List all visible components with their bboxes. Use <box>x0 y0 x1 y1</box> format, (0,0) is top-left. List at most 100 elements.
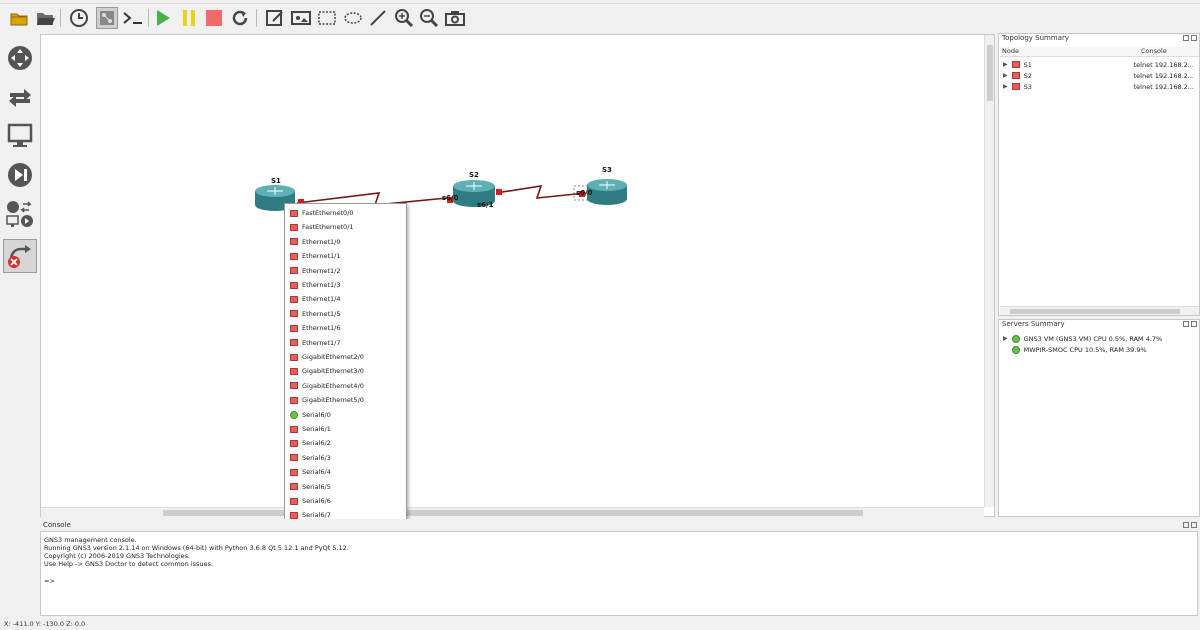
port-menu-item[interactable]: GigabitEthernet4/0 <box>286 379 405 393</box>
port-menu-item[interactable]: Ethernet1/3 <box>286 278 405 292</box>
column-header-console[interactable]: Console <box>1139 47 1199 57</box>
console-prompt[interactable]: => <box>44 577 55 585</box>
topology-node-row[interactable]: ▶ S3 telnet 192.168.2... <box>1003 81 1199 92</box>
float-panel-icon[interactable] <box>1183 35 1189 41</box>
server-running-icon <box>1011 334 1020 343</box>
port-menu-item-label: Ethernet1/0 <box>302 237 341 246</box>
scrollbar-thumb[interactable] <box>987 45 993 101</box>
port-menu-item-label: FastEthernet0/1 <box>302 223 354 232</box>
end-devices-icon[interactable] <box>3 119 37 153</box>
port-available-icon <box>290 223 298 231</box>
port-menu-item-label: GigabitEthernet3/0 <box>302 367 364 376</box>
topology-horizontal-scrollbar[interactable] <box>1000 306 1199 315</box>
link-endpoint-marker <box>447 197 453 203</box>
server-running-icon <box>1011 345 1020 354</box>
suspend-all-icon[interactable] <box>178 7 200 29</box>
new-project-icon[interactable] <box>8 7 30 29</box>
port-menu-item[interactable]: Ethernet1/7 <box>286 336 405 350</box>
port-menu-item[interactable]: Serial6/7 <box>286 508 405 522</box>
expand-arrow-icon[interactable]: ▶ <box>1003 335 1008 342</box>
expand-arrow-icon[interactable]: ▶ <box>1003 72 1008 79</box>
float-panel-icon[interactable] <box>1183 522 1189 528</box>
zoom-in-icon[interactable] <box>393 7 415 29</box>
link-s1-s2[interactable] <box>296 192 458 206</box>
port-menu-item-label: Ethernet1/1 <box>302 252 341 261</box>
node-console: telnet 192.168.2... <box>1133 60 1194 69</box>
close-panel-icon[interactable] <box>1191 321 1197 327</box>
router-s3-icon[interactable] <box>587 179 627 205</box>
port-available-icon <box>290 353 298 361</box>
port-available-icon <box>290 425 298 433</box>
topology-drawing <box>255 179 627 211</box>
port-menu-item[interactable]: GigabitEthernet2/0 <box>286 350 405 364</box>
server-row[interactable]: ▶ MWPIR-SMOC CPU 10.5%, RAM 39.9% <box>1003 344 1199 355</box>
port-menu-item[interactable]: Serial6/0 <box>286 408 405 422</box>
port-menu-item[interactable]: Serial6/1 <box>286 422 405 436</box>
router-s2-icon[interactable] <box>453 180 495 207</box>
zoom-out-icon[interactable] <box>418 7 440 29</box>
security-devices-icon[interactable] <box>3 158 37 192</box>
port-menu-item[interactable]: Ethernet1/0 <box>286 235 405 249</box>
reload-all-icon[interactable] <box>229 7 251 29</box>
canvas-horizontal-scrollbar[interactable] <box>41 507 984 517</box>
port-menu-item[interactable]: Ethernet1/1 <box>286 249 405 263</box>
scrollbar-thumb[interactable] <box>1010 309 1180 314</box>
topology-node-row[interactable]: ▶ S1 telnet 192.168.2... <box>1003 59 1199 70</box>
node-label-s2[interactable]: S2 <box>469 171 479 179</box>
link-endpoint-marker <box>496 189 502 195</box>
port-menu-item[interactable]: Ethernet1/2 <box>286 264 405 278</box>
port-menu-item-label: GigabitEthernet5/0 <box>302 396 364 405</box>
routers-icon[interactable] <box>3 41 37 75</box>
console-output[interactable]: GNS3 management console. Running GNS3 ve… <box>40 531 1198 616</box>
port-menu-item[interactable]: GigabitEthernet3/0 <box>286 364 405 378</box>
server-row[interactable]: ▶ GNS3 VM (GNS3 VM) CPU 0.5%, RAM 4.7% <box>1003 333 1199 344</box>
canvas-vertical-scrollbar[interactable] <box>984 35 994 507</box>
all-devices-icon[interactable] <box>3 197 37 231</box>
topology-node-row[interactable]: ▶ S2 telnet 192.168.2... <box>1003 70 1199 81</box>
console-line: Copyright (c) 2006-2019 GNS3 Technologie… <box>44 552 191 560</box>
port-menu-item[interactable]: FastEthernet0/0 <box>286 206 405 220</box>
port-menu-item[interactable]: Ethernet1/5 <box>286 307 405 321</box>
screenshot-icon[interactable] <box>444 7 466 29</box>
node-stopped-icon <box>1011 72 1020 79</box>
scrollbar-thumb[interactable] <box>163 510 863 516</box>
add-note-icon[interactable] <box>264 7 286 29</box>
draw-line-icon[interactable] <box>367 7 389 29</box>
port-menu-item[interactable]: GigabitEthernet5/0 <box>286 393 405 407</box>
open-project-icon[interactable] <box>34 7 56 29</box>
add-link-icon[interactable] <box>3 239 37 273</box>
port-menu-item[interactable]: Serial6/6 <box>286 494 405 508</box>
port-menu-item[interactable]: Ethernet1/6 <box>286 321 405 335</box>
port-available-icon <box>290 238 298 246</box>
port-menu-item[interactable]: Ethernet1/4 <box>286 292 405 306</box>
topology-summary-panel: Topology Summary Node Console ▶ S1 telne… <box>998 33 1200 316</box>
float-panel-icon[interactable] <box>1183 321 1189 327</box>
console-connect-icon[interactable] <box>122 7 144 29</box>
port-menu-item[interactable]: Serial6/2 <box>286 436 405 450</box>
show-interface-labels-icon[interactable] <box>96 7 118 29</box>
draw-ellipse-icon[interactable] <box>342 7 364 29</box>
start-all-icon[interactable] <box>152 7 174 29</box>
draw-rectangle-icon[interactable] <box>316 7 338 29</box>
port-menu-item[interactable]: Serial6/3 <box>286 451 405 465</box>
port-menu-item[interactable]: Serial6/5 <box>286 480 405 494</box>
close-panel-icon[interactable] <box>1191 522 1197 528</box>
insert-picture-icon[interactable] <box>290 7 312 29</box>
snapshot-clock-icon[interactable] <box>68 7 90 29</box>
stop-all-icon[interactable] <box>203 7 225 29</box>
switches-icon[interactable] <box>3 80 37 114</box>
close-panel-icon[interactable] <box>1191 35 1197 41</box>
node-label-s1[interactable]: S1 <box>271 177 281 185</box>
port-available-icon <box>290 497 298 505</box>
link-s2-s3[interactable] <box>495 185 587 199</box>
topology-canvas[interactable]: S1 S2 S3 s6/0 s6/1 s6/0 <box>40 34 995 517</box>
port-menu-item[interactable]: Serial6/4 <box>286 465 405 479</box>
expand-arrow-icon[interactable]: ▶ <box>1003 83 1008 90</box>
link-endpoint-marker <box>579 191 585 197</box>
port-menu-item-label: Ethernet1/3 <box>302 281 341 289</box>
port-menu-item-label: Serial6/1 <box>302 425 331 433</box>
column-header-node[interactable]: Node <box>1000 47 1139 57</box>
port-menu-item[interactable]: FastEthernet0/1 <box>286 220 405 234</box>
expand-arrow-icon[interactable]: ▶ <box>1003 61 1008 68</box>
node-label-s3[interactable]: S3 <box>602 166 612 174</box>
